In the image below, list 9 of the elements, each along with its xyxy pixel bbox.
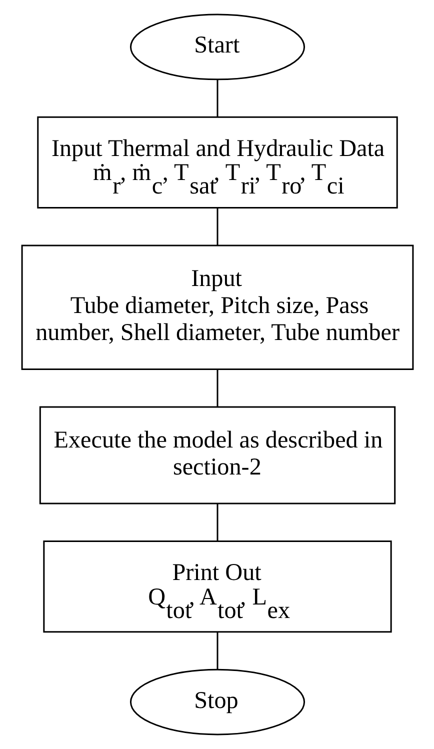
connector xyxy=(216,504,218,541)
node-ellipse: Stop xyxy=(129,668,305,736)
node-box: Execute the model as described in section-2 xyxy=(38,406,396,504)
connector xyxy=(216,369,218,407)
connector xyxy=(216,208,218,246)
connector xyxy=(216,80,218,117)
node-ellipse: Start xyxy=(129,14,305,80)
node-box: Input Tube diameter, Pitch size, Pass number, Shell diameter, Tube number xyxy=(20,244,414,370)
connector xyxy=(216,632,218,670)
